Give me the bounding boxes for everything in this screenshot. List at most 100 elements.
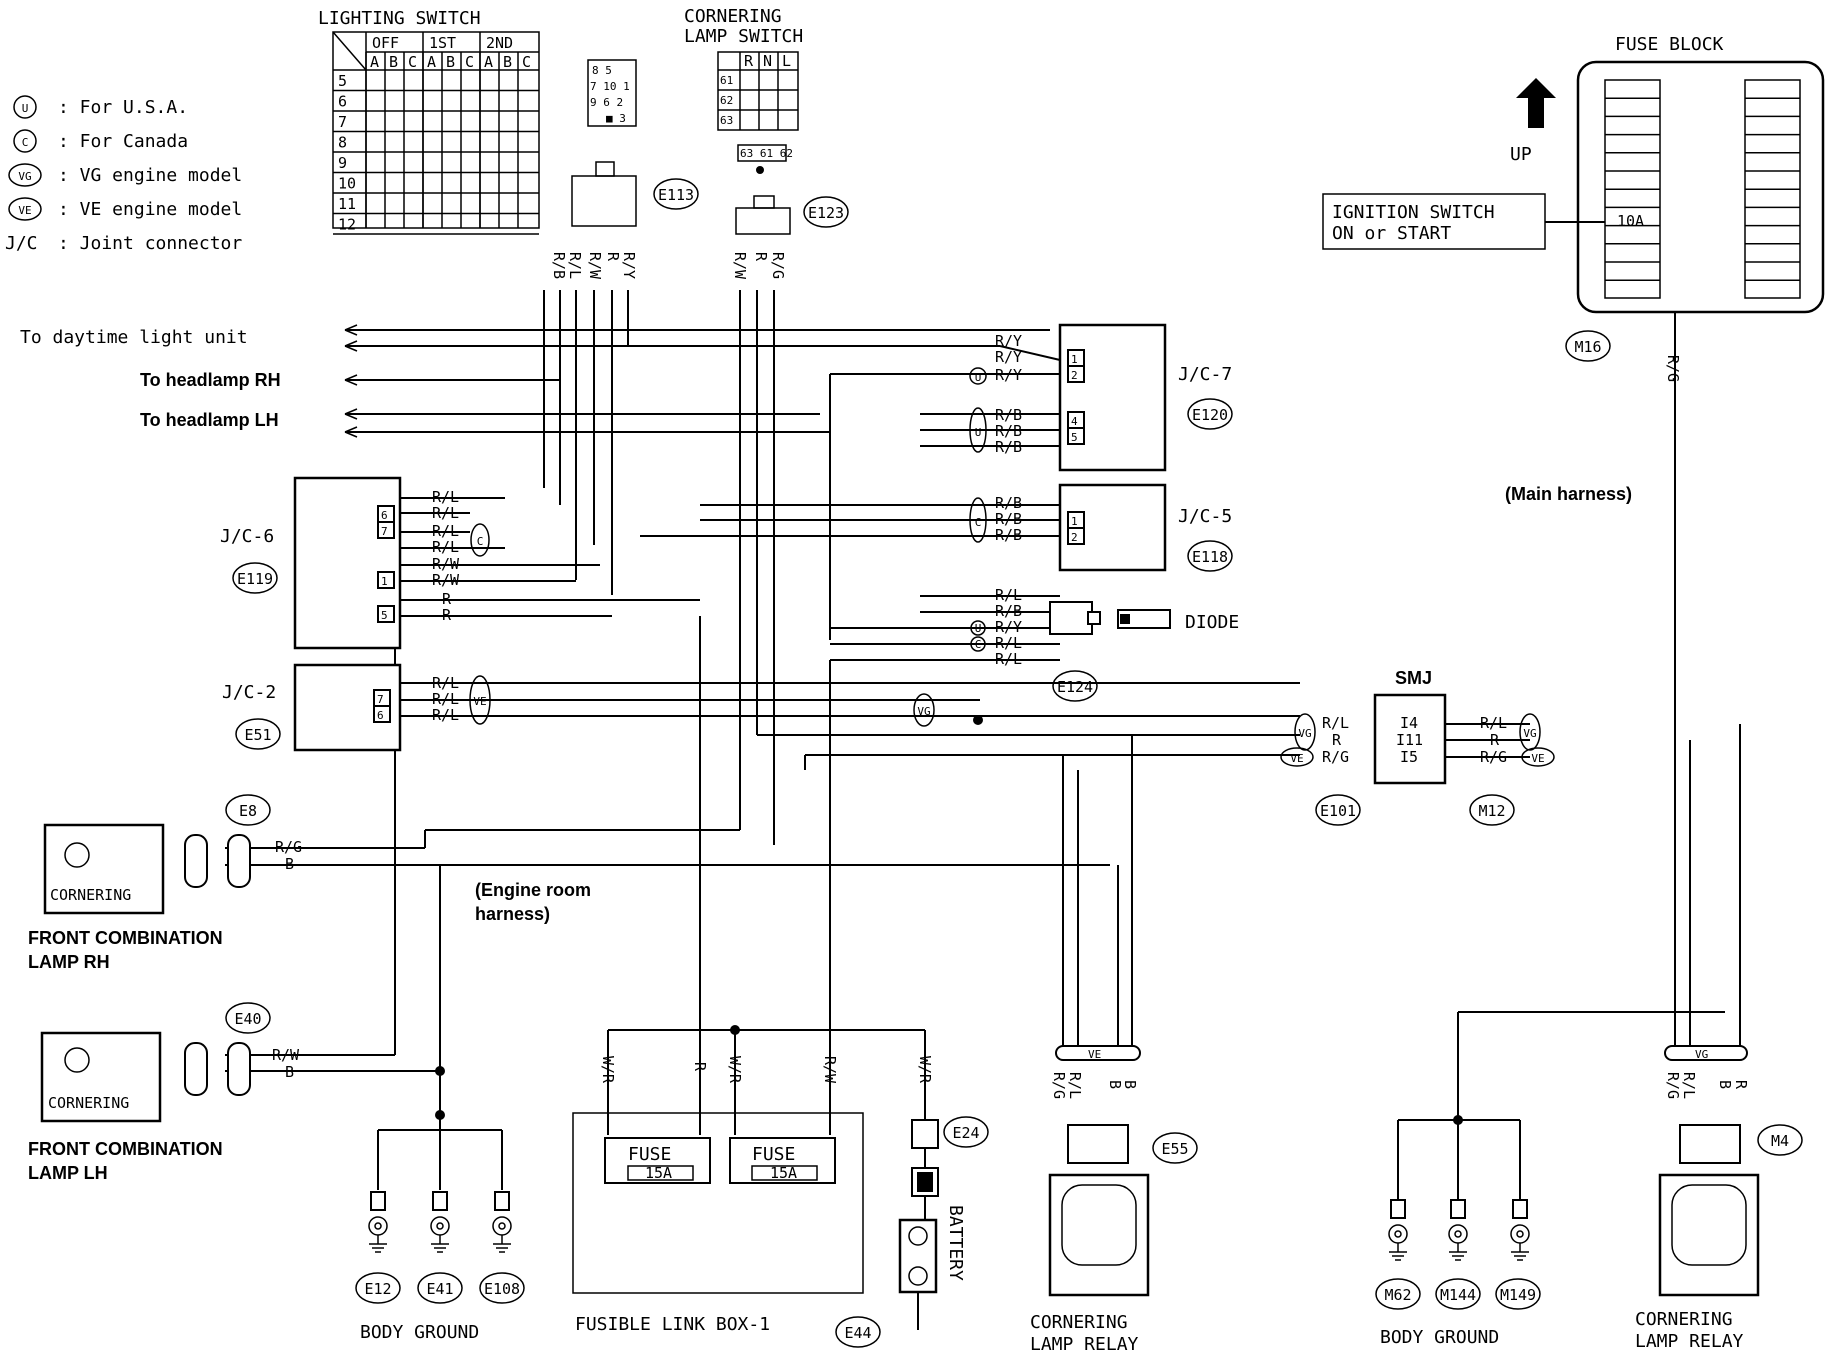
- main-harness-label: (Main harness): [1505, 484, 1632, 504]
- jc7-wire-6: R/B: [995, 438, 1022, 456]
- cs-row-63: 63: [720, 114, 733, 127]
- ls-group-2nd: 2ND: [486, 34, 513, 52]
- smj-right-wire-1: R/L: [1480, 714, 1507, 732]
- connector-e108: E108: [484, 1280, 520, 1298]
- engine-room-label-2: harness): [475, 904, 550, 924]
- connector-e51: E51: [244, 726, 271, 744]
- fl-wire-1: W/R: [599, 1056, 617, 1084]
- connector-e113: E113: [653, 178, 699, 210]
- m4-wire-4: R: [1732, 1080, 1750, 1090]
- diode: DIODE E124 R/L R/B R/Y R/L R/L U C: [970, 586, 1239, 702]
- cs-col-l: L: [782, 52, 791, 70]
- wire-code-rg: R/G: [769, 252, 787, 279]
- smj: SMJ I4 I11 I5 R/L R R/G R/L R R/G E101 M…: [1280, 668, 1555, 826]
- connector-e12: E12: [364, 1280, 391, 1298]
- svg-text:VG: VG: [18, 170, 31, 183]
- splice-dots: [435, 715, 1463, 1125]
- svg-text:VG: VG: [1523, 727, 1536, 740]
- jc7-wire-1: R/Y: [995, 332, 1022, 350]
- svg-text:U: U: [975, 622, 982, 635]
- smj-right-wire-2: R: [1490, 731, 1500, 749]
- fuse-2-label: FUSE: [752, 1144, 795, 1165]
- fl-wire-5: W/R: [916, 1056, 934, 1084]
- svg-text:U: U: [975, 371, 982, 384]
- ls-row-6: 6: [338, 93, 347, 111]
- up-arrow-icon: [1516, 78, 1556, 128]
- ls-row-8: 8: [338, 134, 347, 152]
- up-label: UP: [1510, 144, 1532, 165]
- svg-text:VG: VG: [1695, 1048, 1708, 1061]
- smj-left-wire-2: R: [1332, 731, 1342, 749]
- legend-jc-symbol: J/C: [5, 233, 38, 254]
- smj-left-wire-1: R/L: [1322, 714, 1349, 732]
- jc2-wire-3: R/L: [432, 706, 459, 724]
- svg-text:VE: VE: [1290, 752, 1303, 765]
- smj-pin-i11: I11: [1396, 731, 1423, 749]
- ignition-switch-label-2: ON or START: [1332, 223, 1451, 244]
- jc7-wire-5: R/B: [995, 422, 1022, 440]
- front-combination-lamp-rh: CORNERING E8 R/G B FRONT COMBINATION LAM…: [28, 794, 302, 972]
- svg-text:7 10 1: 7 10 1: [590, 80, 630, 93]
- diode-label: DIODE: [1185, 612, 1239, 633]
- body-ground-right: M62 M144 M149 BODY GROUND: [1375, 1199, 1541, 1348]
- jc2-wire-1: R/L: [432, 674, 459, 692]
- connector-e8: E8: [239, 802, 257, 820]
- fusible-link-box: FUSE FUSE 15A 15A FUSIBLE LINK BOX-1 E44…: [572, 1056, 934, 1348]
- fuse-1-rating: 15A: [645, 1164, 672, 1182]
- fusible-link-label: FUSIBLE LINK BOX-1: [575, 1314, 770, 1335]
- jc-7: 1 2 4 5 J/C-7 E120 R/Y R/Y R/Y R/B R/B R…: [969, 323, 1233, 472]
- wires: [225, 250, 1741, 1240]
- wire-code-ry: R/Y: [620, 252, 638, 279]
- jc7-label: J/C-7: [1178, 364, 1232, 385]
- e55-wire-3: B: [1106, 1080, 1124, 1089]
- diode-wire-2: R/B: [995, 602, 1022, 620]
- connector-e113-label: E113: [658, 186, 694, 204]
- jc6-wire-6: R/W: [432, 571, 460, 589]
- ls-subcol: C: [465, 53, 474, 71]
- cornering-label-lh: CORNERING: [48, 1094, 129, 1112]
- fl-wire-4: R/W: [821, 1056, 839, 1084]
- ls-row-10: 10: [338, 175, 356, 193]
- jc5-wire-3: R/B: [995, 526, 1022, 544]
- cs-row-61: 61: [720, 74, 733, 87]
- svg-text:1: 1: [1071, 515, 1078, 528]
- body-ground-left-label: BODY GROUND: [360, 1322, 479, 1343]
- fl-wire-2: R: [691, 1062, 709, 1072]
- cs-row-62: 62: [720, 94, 733, 107]
- relay-right-label-2: LAMP RELAY: [1635, 1331, 1744, 1352]
- legend-jc: : Joint connector: [58, 233, 242, 254]
- legend-ve: : VE engine model: [58, 199, 242, 220]
- cornering-switch-title-2: LAMP SWITCH: [684, 26, 803, 47]
- svg-text:■ 3: ■ 3: [606, 112, 626, 125]
- wire-code-rb: R/B: [550, 252, 568, 279]
- jc5-wire-1: R/B: [995, 494, 1022, 512]
- ls-row-9: 9: [338, 154, 347, 172]
- diode-wire-5: R/L: [995, 650, 1022, 668]
- e8-wire-2: B: [285, 855, 294, 873]
- wire-code-rw-2: R/W: [731, 252, 749, 280]
- wire-code-rl: R/L: [566, 252, 584, 279]
- ls-row-5: 5: [338, 72, 347, 90]
- svg-text:7: 7: [381, 525, 388, 538]
- connector-m4: M4: [1771, 1132, 1789, 1150]
- front-lamp-rh-label-1: FRONT COMBINATION: [28, 928, 223, 948]
- connector-e123-label: E123: [808, 204, 844, 222]
- front-lamp-lh-label-2: LAMP LH: [28, 1163, 108, 1183]
- m4-wire-3: B: [1716, 1080, 1734, 1089]
- jc6-wire-2: R/L: [432, 504, 459, 522]
- engine-room-label-1: (Engine room: [475, 880, 591, 900]
- cornering-lamp-relay-right: VG R/G R/L B R M4 CORNERING LAMP RELAY: [1635, 1045, 1803, 1352]
- jc6-wire-4: R/L: [432, 538, 459, 556]
- svg-text:4: 4: [1071, 415, 1078, 428]
- svg-text:6: 6: [377, 709, 384, 722]
- e55-wire-2: R/L: [1066, 1072, 1084, 1099]
- jc6-wire-1: R/L: [432, 488, 459, 506]
- e55-wire-4: B: [1121, 1080, 1139, 1089]
- ls-group-off: OFF: [372, 34, 399, 52]
- wire-code-rw: R/W: [586, 252, 604, 280]
- fl-wire-3: W/R: [726, 1056, 744, 1084]
- svg-text:VE: VE: [1088, 1048, 1101, 1061]
- legend-usa: : For U.S.A.: [58, 97, 188, 118]
- jc7-wire-3: R/Y: [995, 366, 1022, 384]
